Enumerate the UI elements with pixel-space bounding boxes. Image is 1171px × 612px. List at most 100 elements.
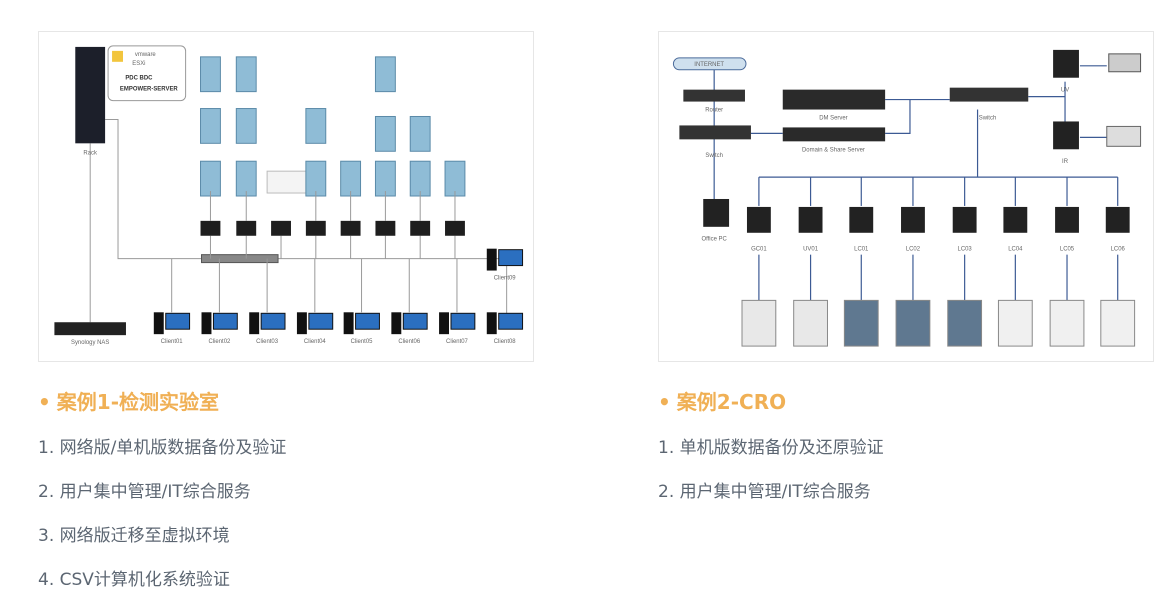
client-tower-icon (201, 312, 212, 335)
workstation-label: LC03 (958, 247, 973, 253)
case1-diagram-svg: Rack vmware ESXi PDC BDC EMPOWER-SERVER … (54, 45, 524, 346)
client-label: Client01 (161, 339, 184, 345)
lab-instrument-icon (843, 299, 879, 347)
internet-cloud-icon (672, 57, 747, 71)
network-switch-icon (271, 220, 291, 236)
office-pc-icon (703, 198, 730, 227)
client-tower-icon (439, 312, 450, 335)
workstation-pc-icon (952, 206, 977, 233)
case1-network-diagram: Rack vmware ESXi PDC BDC EMPOWER-SERVER … (38, 31, 534, 362)
case1-title-text: 案例1-检测实验室 (56, 390, 220, 414)
lab-instrument-icon (305, 108, 327, 144)
pdc-bdc-label: PDC BDC (125, 76, 153, 82)
client-tower-icon (249, 312, 260, 335)
uv-pc-icon (1053, 49, 1079, 78)
lab-instrument-icon (997, 299, 1033, 347)
network-switch-icon (236, 220, 257, 236)
workstation-label: LC01 (854, 247, 869, 253)
lab-instrument-icon (741, 299, 777, 347)
client-tower-icon (153, 312, 164, 335)
workstation-label: LC05 (1060, 247, 1075, 253)
client-tower-icon (391, 312, 402, 335)
client-tower-icon (296, 312, 307, 335)
vmware-logo-icon (112, 50, 123, 62)
network-switch-icon (200, 220, 221, 236)
workstation-label: LC06 (1111, 247, 1126, 253)
network-switch-icon (410, 220, 431, 236)
client-monitor-icon (308, 312, 334, 330)
case1-item: 1. 网络版/单机版数据备份及验证 (38, 438, 287, 458)
empower-server-label: EMPOWER-SERVER (120, 87, 178, 93)
lab-instrument-icon (409, 115, 431, 152)
client-label: Client08 (494, 339, 517, 345)
lab-instrument-icon (895, 299, 931, 347)
domain-server-icon (782, 127, 886, 142)
lab-instrument-icon (374, 115, 396, 152)
lab-instrument-icon (374, 160, 396, 197)
esxi-label: ESXi (132, 61, 145, 67)
client-monitor-icon (498, 249, 524, 267)
lab-instrument-icon (200, 56, 221, 93)
workstation-pc-icon (1105, 206, 1130, 233)
ir-instrument-icon (1106, 125, 1142, 147)
workstation-pc-icon (901, 206, 925, 233)
client-label: Client07 (446, 339, 469, 345)
central-switch-icon (201, 254, 279, 264)
client-label: Client06 (398, 339, 421, 345)
client-tower-icon (343, 312, 354, 335)
workstation-label: GC01 (751, 247, 767, 253)
switch-left-icon (679, 125, 751, 140)
router-label: Router (705, 108, 723, 114)
esxi-box (107, 45, 187, 102)
case1-item: 4. CSV计算机化系统验证 (38, 570, 230, 590)
case2-network-diagram: INTERNET Router Switch DM Server Domain … (658, 31, 1154, 362)
workstation-pc-icon (746, 206, 771, 233)
case2-title: •案例2-CRO (658, 386, 786, 415)
case1-item: 2. 用户集中管理/IT综合服务 (38, 482, 251, 502)
client-monitor-icon (450, 312, 476, 330)
client-label: Client04 (304, 339, 327, 345)
network-switch-icon (340, 220, 361, 236)
client-label: Client05 (351, 339, 374, 345)
uv-label: UV (1061, 88, 1069, 94)
workstation-label: LC04 (1008, 247, 1023, 253)
dm-server-icon (782, 89, 886, 110)
bullet-icon: • (658, 390, 671, 414)
case2-item: 1. 单机版数据备份及还原验证 (658, 438, 884, 458)
gc-instrument-icon (266, 170, 308, 194)
domain-server-label: Domain & Share Server (802, 147, 865, 153)
lab-instrument-icon (409, 160, 431, 197)
client-tower-icon (486, 312, 497, 335)
lab-instrument-icon (305, 160, 327, 197)
network-switch-icon (305, 220, 326, 236)
client-monitor-icon (498, 312, 524, 330)
client-label: Client03 (256, 339, 279, 345)
lab-instrument-icon (947, 299, 983, 347)
uv-instrument-icon (1108, 53, 1142, 73)
workstation-pc-icon (849, 206, 874, 233)
lab-instrument-icon (235, 108, 257, 144)
office-pc-label: Office PC (701, 237, 727, 243)
rack-server-icon (75, 46, 106, 144)
internet-label: INTERNET (694, 62, 724, 68)
lab-instrument-icon (200, 108, 221, 144)
network-switch-icon (445, 220, 465, 236)
case1-devices: Client01 Client02 Client03 Client04 Client05… (153, 56, 524, 345)
network-switch-icon (375, 220, 396, 236)
switch-right-label: Switch (979, 115, 997, 121)
lab-instrument-icon (235, 160, 257, 197)
workstation-label: UV01 (803, 247, 819, 253)
client-monitor-icon (260, 312, 286, 330)
client-label: Client02 (208, 339, 231, 345)
client-monitor-icon (402, 312, 428, 330)
lab-instrument-icon (444, 160, 466, 197)
bullet-icon: • (38, 390, 51, 414)
switch-right-icon (949, 87, 1029, 102)
lab-instrument-icon (200, 160, 221, 197)
lab-instrument-icon (235, 56, 257, 93)
nas-icon (54, 322, 126, 336)
workstation-pc-icon (1055, 206, 1079, 233)
workstation-pc-icon (798, 206, 823, 233)
lab-instrument-icon (1100, 299, 1136, 347)
ir-pc-icon (1053, 121, 1079, 150)
